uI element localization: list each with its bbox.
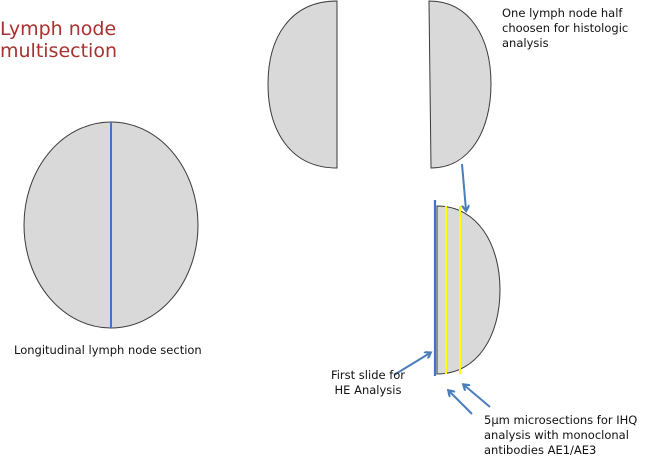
- half-label-line-3: analysis: [502, 36, 549, 50]
- first-slide-line-2: HE Analysis: [334, 383, 402, 397]
- half-label-line-2: choosen for histologic: [502, 21, 629, 35]
- micro-line-3: antibodies AE1/AE3: [484, 443, 597, 457]
- first-slide-label: First slide for HE Analysis: [330, 368, 406, 398]
- arrow-he-icon: [393, 353, 430, 376]
- first-slide-line-1: First slide for: [330, 368, 406, 382]
- microsections-label: 5µm microsections for IHQ analysis with …: [484, 413, 637, 458]
- whole-lymph-node: [23, 121, 199, 329]
- half-label-line-1: One lymph node half: [502, 6, 623, 20]
- longitudinal-label: Longitudinal lymph node section: [14, 343, 202, 357]
- right-half-node: [428, 0, 492, 169]
- arrow-ihq-1-icon: [449, 391, 473, 415]
- micro-line-1: 5µm microsections for IHQ: [484, 413, 638, 427]
- half-chosen-label: One lymph node half choosen for histolog…: [502, 6, 628, 51]
- title-line-1: Lymph node: [0, 18, 117, 40]
- micro-line-2: analysis with monoclonal: [484, 428, 629, 442]
- left-half-node: [267, 0, 338, 169]
- diagram-title: Lymph node multisection: [0, 18, 117, 62]
- title-line-2: multisection: [0, 40, 117, 62]
- arrow-ihq-2-icon: [464, 385, 491, 408]
- sectioned-half-node: [433, 200, 501, 376]
- arrow-down-icon: [461, 163, 466, 210]
